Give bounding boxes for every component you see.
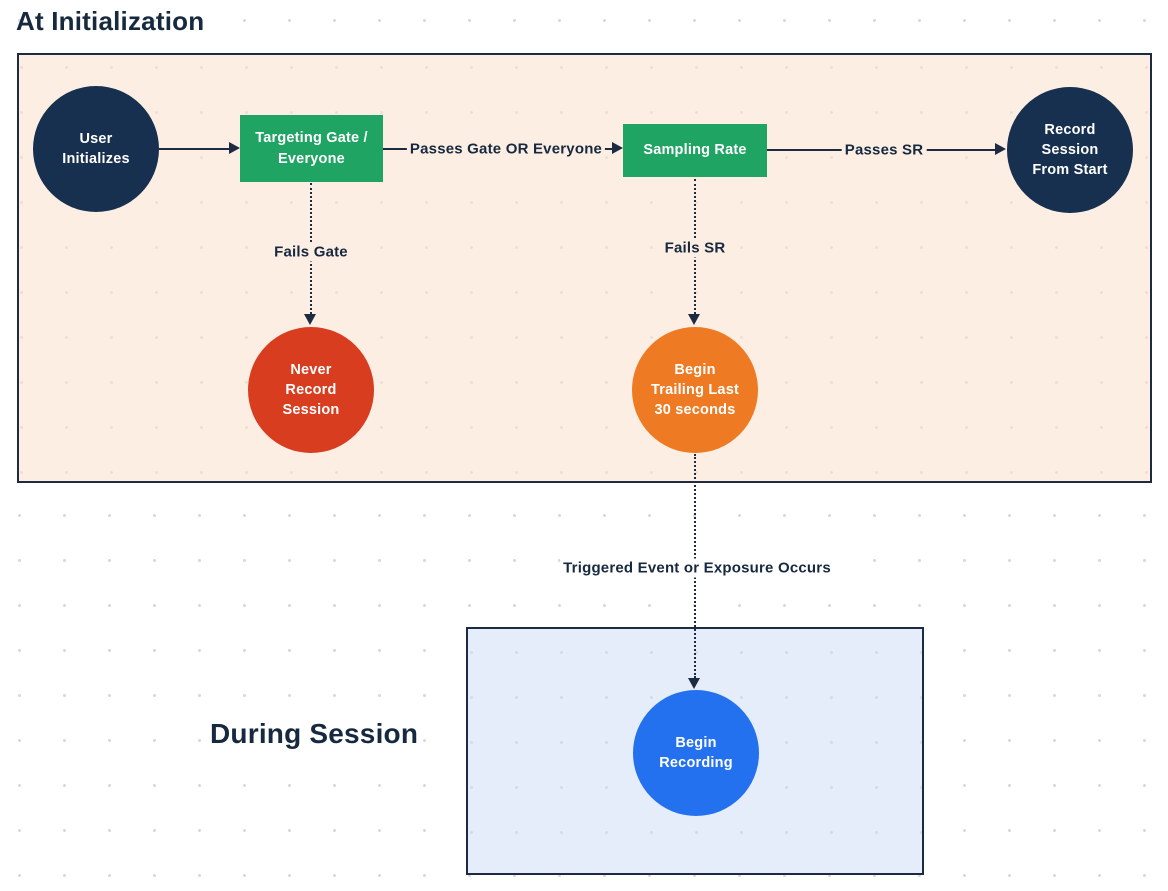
at-initialization-region — [17, 53, 1152, 483]
section-title-at-initialization: At Initialization — [16, 6, 205, 36]
edge-user-to-targeting — [159, 148, 230, 150]
node-user-initializes: User Initializes — [33, 86, 159, 212]
edge-label-passes-sr: Passes SR — [841, 140, 927, 160]
section-title-during-session: During Session — [210, 718, 419, 749]
edge-label-passes-gate: Passes Gate OR Everyone — [406, 139, 606, 159]
node-targeting-gate: Targeting Gate / Everyone — [240, 115, 383, 182]
arrowhead-into-targeting-icon — [229, 142, 240, 154]
node-begin-trailing-last-30-seconds: Begin Trailing Last 30 seconds — [632, 327, 758, 453]
arrowhead-into-sampling-icon — [612, 142, 623, 154]
edge-label-fails-gate: Fails Gate — [271, 242, 351, 262]
arrowhead-into-recording-icon — [688, 678, 700, 689]
node-begin-recording: Begin Recording — [633, 690, 759, 816]
node-never-record-session: Never Record Session — [248, 327, 374, 453]
node-sampling-rate: Sampling Rate — [623, 124, 767, 177]
edge-label-triggered-event: Triggered Event or Exposure Occurs — [560, 558, 834, 578]
node-record-session-from-start: Record Session From Start — [1007, 87, 1133, 213]
arrowhead-into-record-icon — [995, 143, 1006, 155]
arrowhead-into-never-icon — [304, 314, 316, 325]
edge-label-fails-sr: Fails SR — [661, 238, 729, 258]
arrowhead-into-trailing-icon — [688, 314, 700, 325]
